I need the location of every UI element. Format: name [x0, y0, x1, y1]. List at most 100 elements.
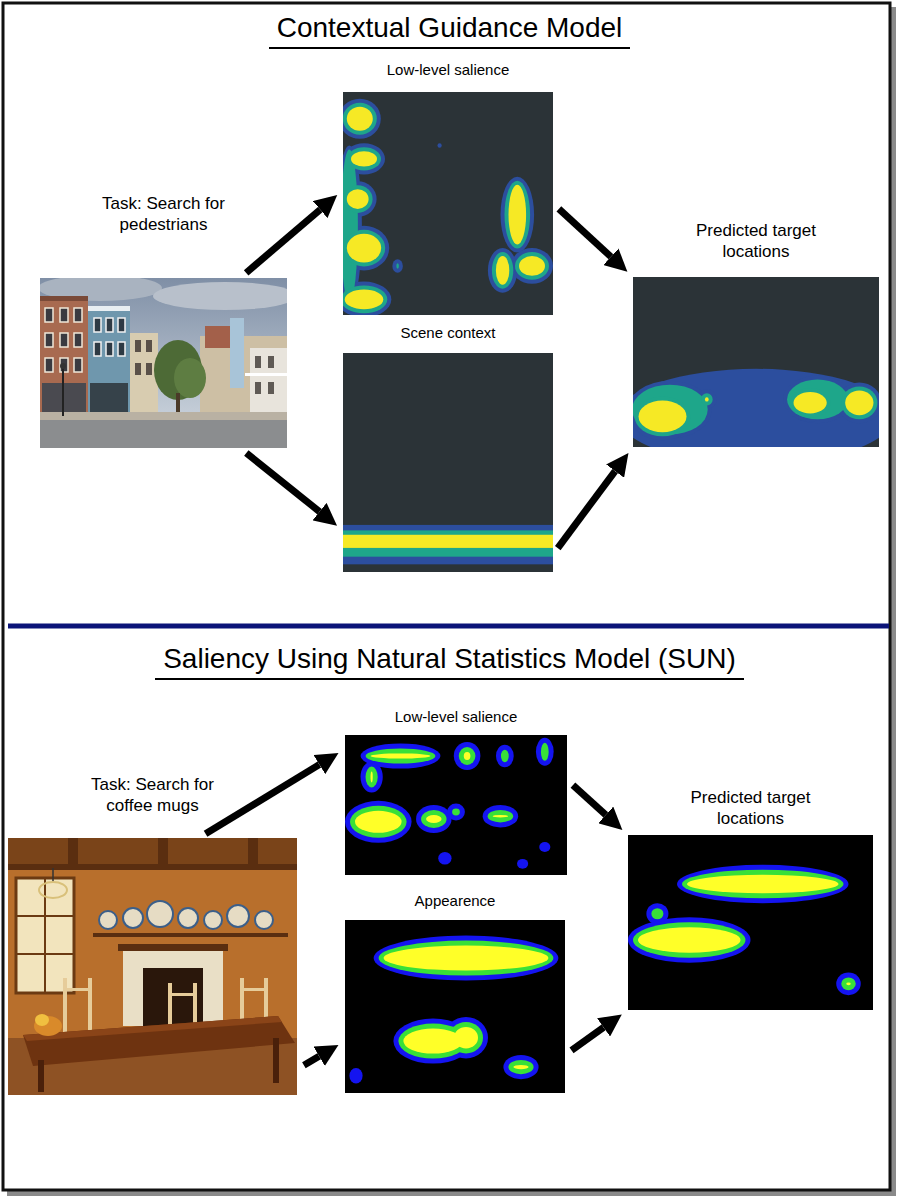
- street-photo: [106, 342, 113, 356]
- street-photo: [268, 382, 274, 394]
- image-panel: Predicted target locations: [628, 835, 873, 1010]
- saliency-map: [464, 752, 471, 760]
- saliency-map: [513, 1065, 528, 1069]
- dining-room-photo: [8, 838, 297, 1095]
- dining-room-photo: [168, 993, 197, 996]
- street-photo: [45, 358, 53, 372]
- dining-room-photo: [118, 944, 228, 951]
- saliency-map: [837, 382, 879, 423]
- street-photo: [74, 308, 82, 322]
- saliency-map: [459, 747, 476, 765]
- dining-room-photo: [8, 838, 297, 866]
- saliency-map: [351, 151, 377, 166]
- saliency-map: [635, 397, 691, 437]
- saliency-map: [347, 147, 381, 170]
- image-panel: Predicted target locations: [633, 277, 879, 447]
- panel-label: Low-level salience: [348, 61, 548, 80]
- saliency-map: [343, 99, 381, 139]
- saliency-map: [845, 390, 873, 415]
- saliency-map: [403, 1029, 462, 1054]
- dining-room-photo: [99, 911, 117, 929]
- saliency-map: [790, 388, 831, 417]
- saliency-map: [366, 748, 436, 763]
- section-heading: Saliency Using Natural Statistics Model …: [155, 643, 744, 680]
- saliency-map: [347, 189, 369, 209]
- street-photo: [106, 318, 113, 332]
- dining-room-photo: [52, 868, 54, 883]
- street-photo: [146, 340, 152, 352]
- saliency-map: [846, 982, 851, 985]
- saliency-map: [454, 1027, 478, 1049]
- dining-room-photo: [63, 978, 67, 1040]
- street-photo: [40, 278, 162, 301]
- saliency-map: [349, 1068, 362, 1084]
- panel-label: Task: Search for pedestrians: [89, 193, 239, 236]
- saliency-map: [343, 525, 553, 564]
- street-photo: [60, 308, 68, 322]
- saliency-map: [633, 381, 712, 439]
- saliency-map: [628, 917, 751, 963]
- dining-room-photo: [35, 1014, 49, 1026]
- saliency-map: [345, 735, 567, 875]
- saliency-map: [519, 256, 545, 276]
- saliency-map: [345, 920, 565, 1093]
- saliency-map: [787, 380, 848, 420]
- dining-room-photo: [123, 908, 143, 928]
- street-photo: [255, 356, 261, 368]
- saliency-map: [515, 252, 549, 280]
- section-heading: Contextual Guidance Model: [269, 12, 631, 49]
- saliency-map: [539, 842, 550, 852]
- saliency-maps: [337, 92, 894, 1093]
- saliency-map: [447, 804, 465, 821]
- saliency-map: [687, 875, 839, 894]
- dining-room-photo: [248, 838, 258, 866]
- saliency-map: [511, 248, 553, 284]
- street-photo: [153, 282, 287, 310]
- dining-room-photo: [158, 838, 168, 866]
- dining-room-photo: [273, 1038, 279, 1083]
- saliency-map: [454, 742, 481, 770]
- saliency-map: [508, 1060, 533, 1074]
- saliency-map: [517, 859, 528, 869]
- street-photo: [250, 348, 287, 414]
- street-photo: [94, 342, 101, 356]
- flow-arrow: [559, 209, 611, 257]
- street-photo: [135, 340, 141, 352]
- street-photo: [176, 393, 180, 415]
- saliency-map: [343, 230, 385, 267]
- street-photo: [230, 318, 244, 388]
- image-panel: Task: Search for pedestrians: [40, 278, 287, 448]
- saliency-map: [541, 743, 549, 761]
- saliency-map: [366, 767, 378, 788]
- street-photo: [60, 333, 68, 347]
- saliency-map: [345, 920, 565, 1093]
- saliency-map: [492, 252, 513, 289]
- saliency-map: [628, 835, 873, 1010]
- panel-label: Predicted target locations: [676, 787, 826, 830]
- saliency-map: [493, 815, 509, 817]
- saliency-map: [651, 908, 663, 919]
- saliency-map: [426, 815, 442, 823]
- saliency-map: [452, 809, 460, 816]
- street-photo: [146, 363, 152, 375]
- saliency-map: [536, 738, 554, 766]
- panel-label: Task: Search for coffee mugs: [78, 774, 228, 817]
- image-panel: Scene context: [343, 353, 553, 572]
- saliency-map: [438, 852, 451, 865]
- saliency-map: [421, 810, 447, 828]
- saliency-map: [347, 234, 381, 263]
- page-frame: [3, 3, 896, 1196]
- heading-row: Saliency Using Natural Statistics Model …: [0, 643, 899, 680]
- saliency-map: [396, 263, 399, 268]
- saliency-map: [343, 353, 553, 572]
- street-photo: [118, 318, 125, 332]
- dining-room-photo: [39, 882, 67, 898]
- saliency-map: [347, 107, 373, 131]
- flow-arrow: [558, 471, 615, 548]
- saliency-map: [701, 393, 713, 405]
- street-photo: [268, 356, 274, 368]
- heading-row: Contextual Guidance Model: [0, 12, 899, 49]
- dining-room-photo: [255, 911, 273, 929]
- saliency-map: [343, 353, 553, 572]
